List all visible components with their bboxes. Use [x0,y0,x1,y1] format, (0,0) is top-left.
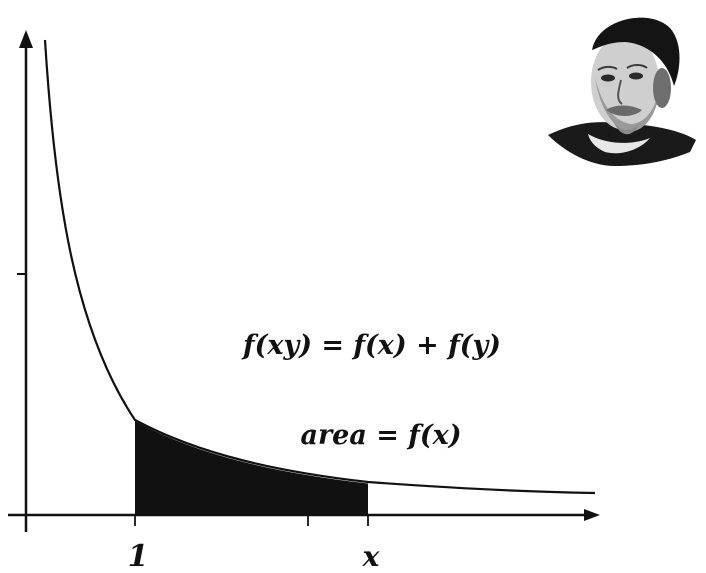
shaded-area-region [135,420,368,514]
log-property-formula: f(xy) = f(x) + f(y) [241,330,501,361]
lower-bound-label: 1 [128,539,149,573]
portrait-illustration [548,17,696,166]
y-axis-arrowhead [19,30,33,48]
upper-bound-label: x [362,540,380,573]
x-axis-arrowhead [584,509,600,521]
hyperbola-curve [43,39,596,495]
area-formula: area = f(x) [300,420,461,451]
